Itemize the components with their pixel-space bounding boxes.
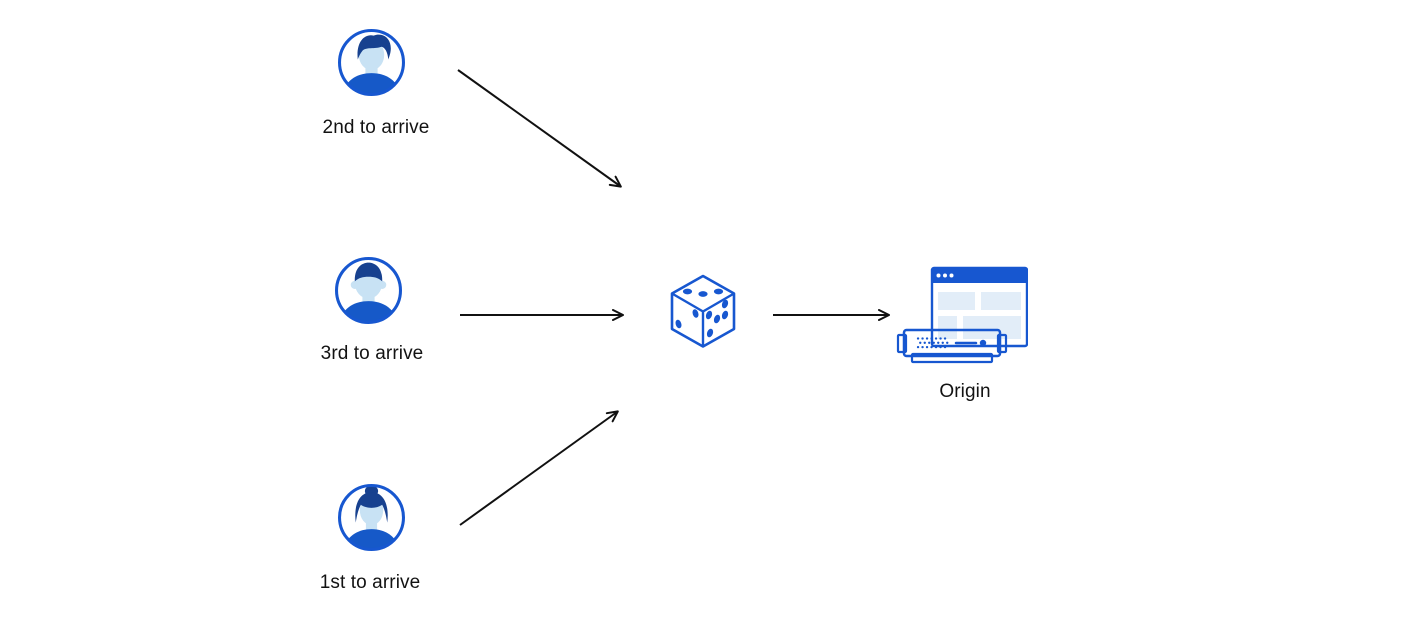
server-icon	[896, 328, 1008, 364]
arrow-visitor-second-to-dice	[457, 69, 622, 188]
origin-server-icon	[896, 266, 1028, 364]
browser-window-icon	[930, 266, 1028, 348]
male-avatar-icon	[335, 257, 402, 324]
visitor-first-label: 1st to arrive	[319, 572, 421, 593]
visitor-second-label: 2nd to arrive	[322, 117, 430, 138]
dice-icon	[670, 274, 736, 348]
arrow-visitor-first-to-dice	[459, 410, 619, 526]
male-avatar-icon	[338, 29, 405, 96]
visitor-third-label: 3rd to arrive	[320, 343, 424, 364]
female-avatar-icon	[338, 484, 405, 551]
origin-label: Origin	[939, 381, 991, 402]
